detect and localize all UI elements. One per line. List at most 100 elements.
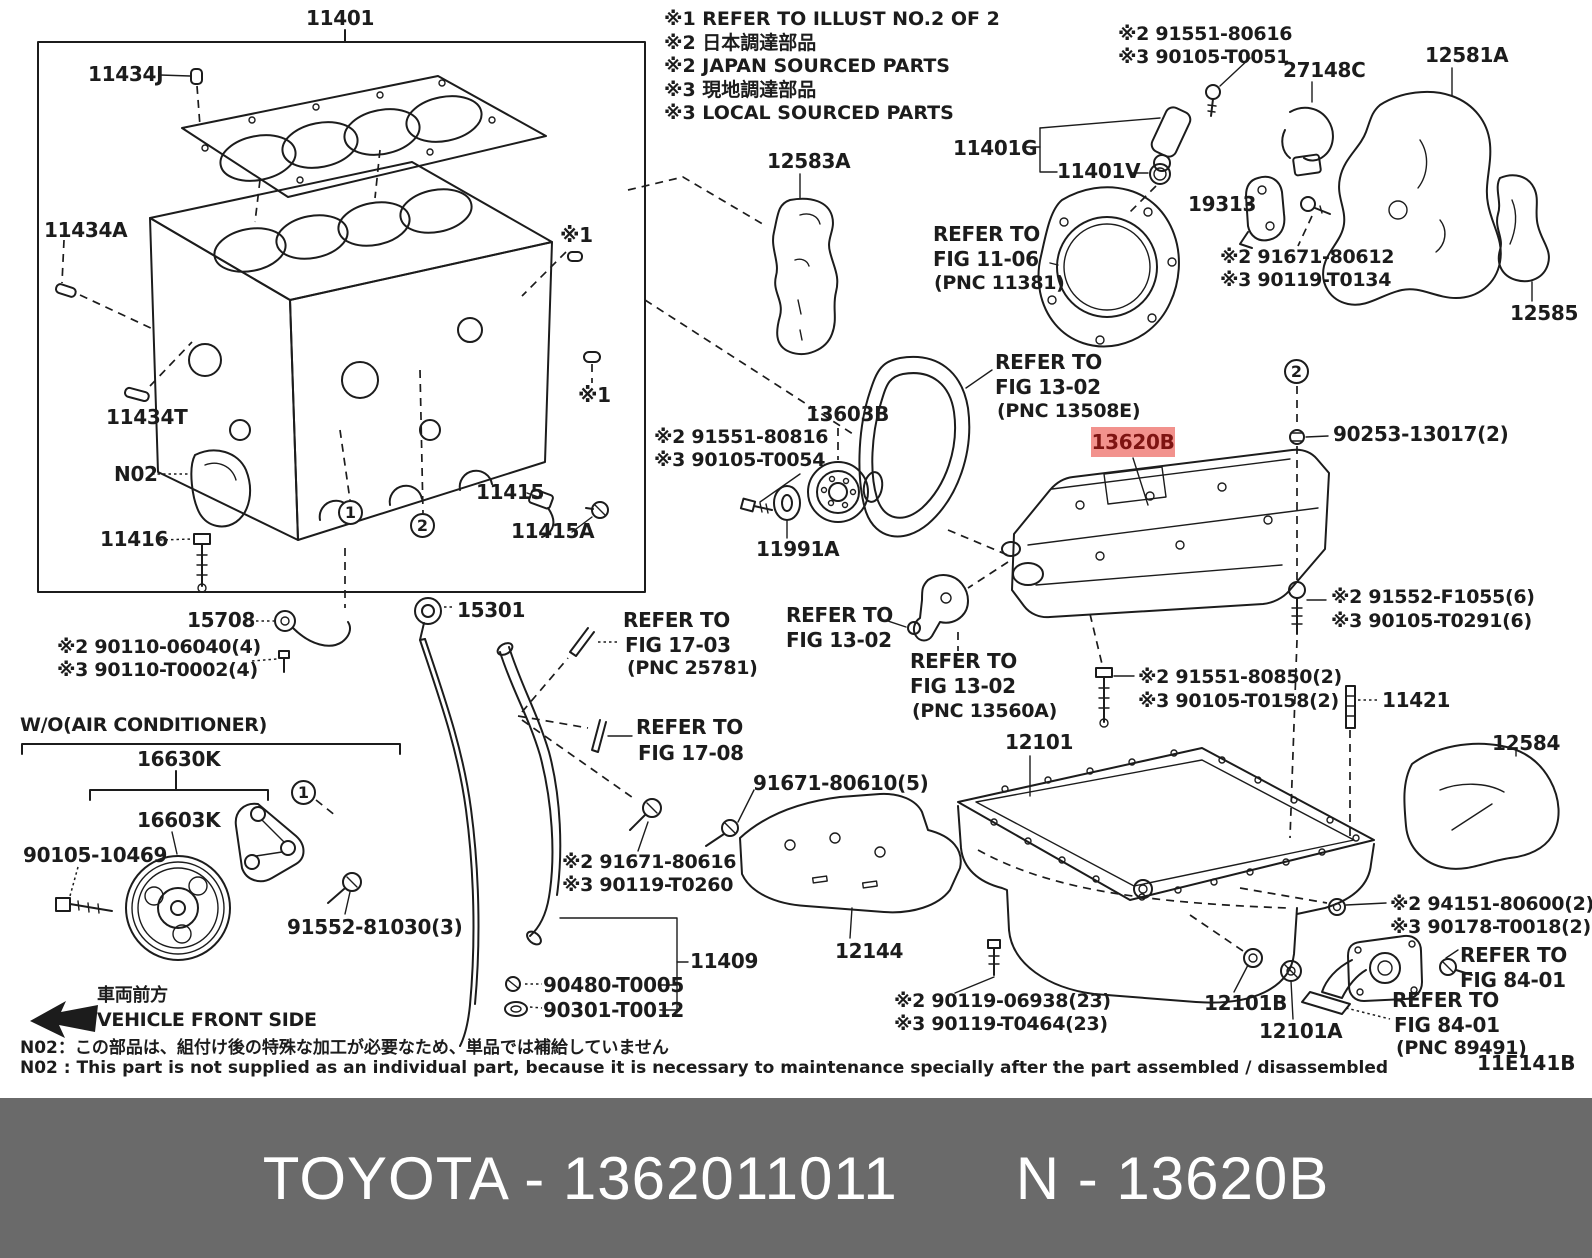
- vehicle-front-arrow: [30, 1001, 98, 1038]
- l-ref1302b-2: FIG 13-02: [786, 628, 892, 652]
- l-91551-80816: ※2 91551-80816: [654, 426, 829, 448]
- l-16630K: 16630K: [137, 747, 221, 771]
- l-ref1302c-2: FIG 13-02: [910, 674, 1016, 698]
- insulator-12583A: [627, 173, 839, 355]
- l-11415: 11415: [476, 480, 545, 504]
- l-ref1703-2: FIG 17-03: [625, 633, 731, 657]
- callout-2-1: 2: [410, 513, 435, 538]
- l-90105-T0051: ※3 90105-T0051: [1118, 46, 1290, 68]
- l-ref1302a-3: (PNC 13508E): [997, 400, 1141, 422]
- l-11434A: 11434A: [44, 218, 128, 242]
- l-90480-T0005: 90480-T0005: [543, 973, 684, 997]
- callout-2-2: 2: [1284, 359, 1309, 384]
- l-ref1106-3: (PNC 11381): [934, 272, 1065, 294]
- l-11421: 11421: [1382, 688, 1451, 712]
- fasteners-right-column: [1089, 386, 1378, 839]
- l-12584: 12584: [1492, 731, 1561, 755]
- l-19313: 19313: [1188, 192, 1257, 216]
- l-ref1302a-2: FIG 13-02: [995, 375, 1101, 399]
- insulator-12584: [1403, 742, 1560, 870]
- l-11434J: 11434J: [88, 62, 164, 86]
- highlighted-pnc-13620B: 13620B: [1091, 427, 1175, 457]
- l-ref1708-2: FIG 17-08: [638, 741, 744, 765]
- l-90119-T0260: ※3 90119-T0260: [562, 874, 734, 896]
- banner-pnc: N - 13620B: [1015, 1144, 1330, 1212]
- washer-11991A: [773, 485, 801, 539]
- l-91552-81030: 91552-81030(3): [287, 915, 463, 939]
- sprocket-13603B: [807, 428, 884, 523]
- l-ref8401b-3: (PNC 89491): [1396, 1037, 1527, 1059]
- l-90105-10469: 90105-10469: [23, 843, 168, 867]
- bearing-cap-n02: [152, 449, 252, 528]
- union-11415: [526, 488, 555, 538]
- l-11401: 11401: [306, 6, 375, 30]
- legend-line-4: ※3 現地調達部品: [664, 78, 817, 101]
- l-N02: N02: [114, 462, 158, 486]
- bolt-91671-80610: [705, 789, 755, 847]
- oil-pan-12101: [957, 747, 1375, 1004]
- l-11415A: 11415A: [511, 519, 595, 543]
- l-91671-80616: ※2 91671-80616: [562, 851, 737, 873]
- legend-line-1: ※1 REFER TO ILLUST NO.2 OF 2: [664, 8, 1000, 30]
- l-90178-T0018: ※3 90178-T0018(2): [1390, 916, 1591, 938]
- l-12581A: 12581A: [1425, 43, 1509, 67]
- l-ref8401a-1: REFER TO: [1460, 943, 1567, 967]
- l-90105-T0291: ※3 90105-T0291(6): [1331, 610, 1532, 632]
- callout-1-0: 1: [338, 500, 363, 525]
- engine-block-drawing: [149, 75, 553, 608]
- l-12583A: 12583A: [767, 149, 851, 173]
- l-ref1106-2: FIG 11-06: [933, 247, 1039, 271]
- l-12101A: 12101A: [1259, 1019, 1343, 1043]
- tensioner-fig13-02: [887, 561, 1009, 651]
- l-90119-T0464: ※3 90119-T0464(23): [894, 1013, 1108, 1035]
- wire-clamp-27148C: [1281, 81, 1334, 177]
- refer-stub-17-03: [521, 627, 620, 713]
- l-90119-06938: ※2 90119-06938(23): [894, 990, 1111, 1012]
- diagram-line-art: [21, 29, 1560, 1047]
- l-94151-80600: ※2 94151-80600(2): [1390, 893, 1592, 915]
- l-ref1302c-3: (PNC 13560A): [912, 700, 1057, 722]
- l-ref8401b-2: FIG 84-01: [1394, 1013, 1500, 1037]
- l-12585: 12585: [1510, 301, 1579, 325]
- l-91671-80612: ※2 91671-80612: [1220, 246, 1395, 268]
- l-91551-80850: ※2 91551-80850(2): [1138, 666, 1342, 688]
- l-91551-80616: ※2 91551-80616: [1118, 23, 1293, 45]
- l-ref8401a-2: FIG 84-01: [1460, 968, 1566, 992]
- l-12144: 12144: [835, 939, 904, 963]
- l-ref1302c-1: REFER TO: [910, 649, 1017, 673]
- guide-tube-11409: [496, 642, 689, 1017]
- l-ref1708-1: REFER TO: [636, 715, 743, 739]
- ac-delete-group: [21, 743, 401, 961]
- l-star1-b: ※1: [578, 383, 611, 407]
- l-ref1302b-1: REFER TO: [786, 603, 893, 627]
- bolt-11416: [159, 533, 211, 593]
- seal-retainer-plate: [1037, 186, 1180, 348]
- l-front-en: VEHICLE FRONT SIDE: [97, 1009, 317, 1031]
- bolt-91551-80816: [739, 473, 801, 514]
- l-11434T: 11434T: [106, 405, 188, 429]
- l-ref1703-1: REFER TO: [623, 608, 730, 632]
- l-11991A: 11991A: [756, 537, 840, 561]
- l-13603B: 13603B: [806, 402, 890, 426]
- l-15708: 15708: [187, 608, 256, 632]
- bracket-19313: [1239, 175, 1331, 249]
- footnote-en: N02 : This part is not supplied as an in…: [20, 1058, 1389, 1078]
- baffle-12144: [739, 792, 1001, 994]
- timing-chain: [644, 299, 1011, 557]
- l-front-jp: 車両前方: [97, 985, 168, 1006]
- legend-line-3: ※2 JAPAN SOURCED PARTS: [664, 55, 950, 77]
- dipstick-15301: [414, 597, 480, 1047]
- l-90110-06040: ※2 90110-06040(4): [57, 636, 261, 658]
- dowel-pins: [54, 68, 601, 403]
- l-ref1703-3: (PNC 25781): [627, 657, 758, 679]
- l-90253-13017: 90253-13017(2): [1333, 422, 1509, 446]
- insulator-12585: [1496, 174, 1550, 302]
- l-91552-F1055: ※2 91552-F1055(6): [1331, 586, 1535, 608]
- oil-nozzle-15708: [245, 610, 351, 673]
- l-11401G: 11401G: [953, 136, 1038, 160]
- legend-line-2: ※2 日本調達部品: [664, 31, 817, 54]
- insulator-12581A: [1322, 67, 1502, 306]
- crank-sensor-11401G: [1022, 57, 1251, 215]
- footnote-jp: N02：この部品は、組付け後の特殊な加工が必要なため、単品では補給していません: [20, 1038, 669, 1058]
